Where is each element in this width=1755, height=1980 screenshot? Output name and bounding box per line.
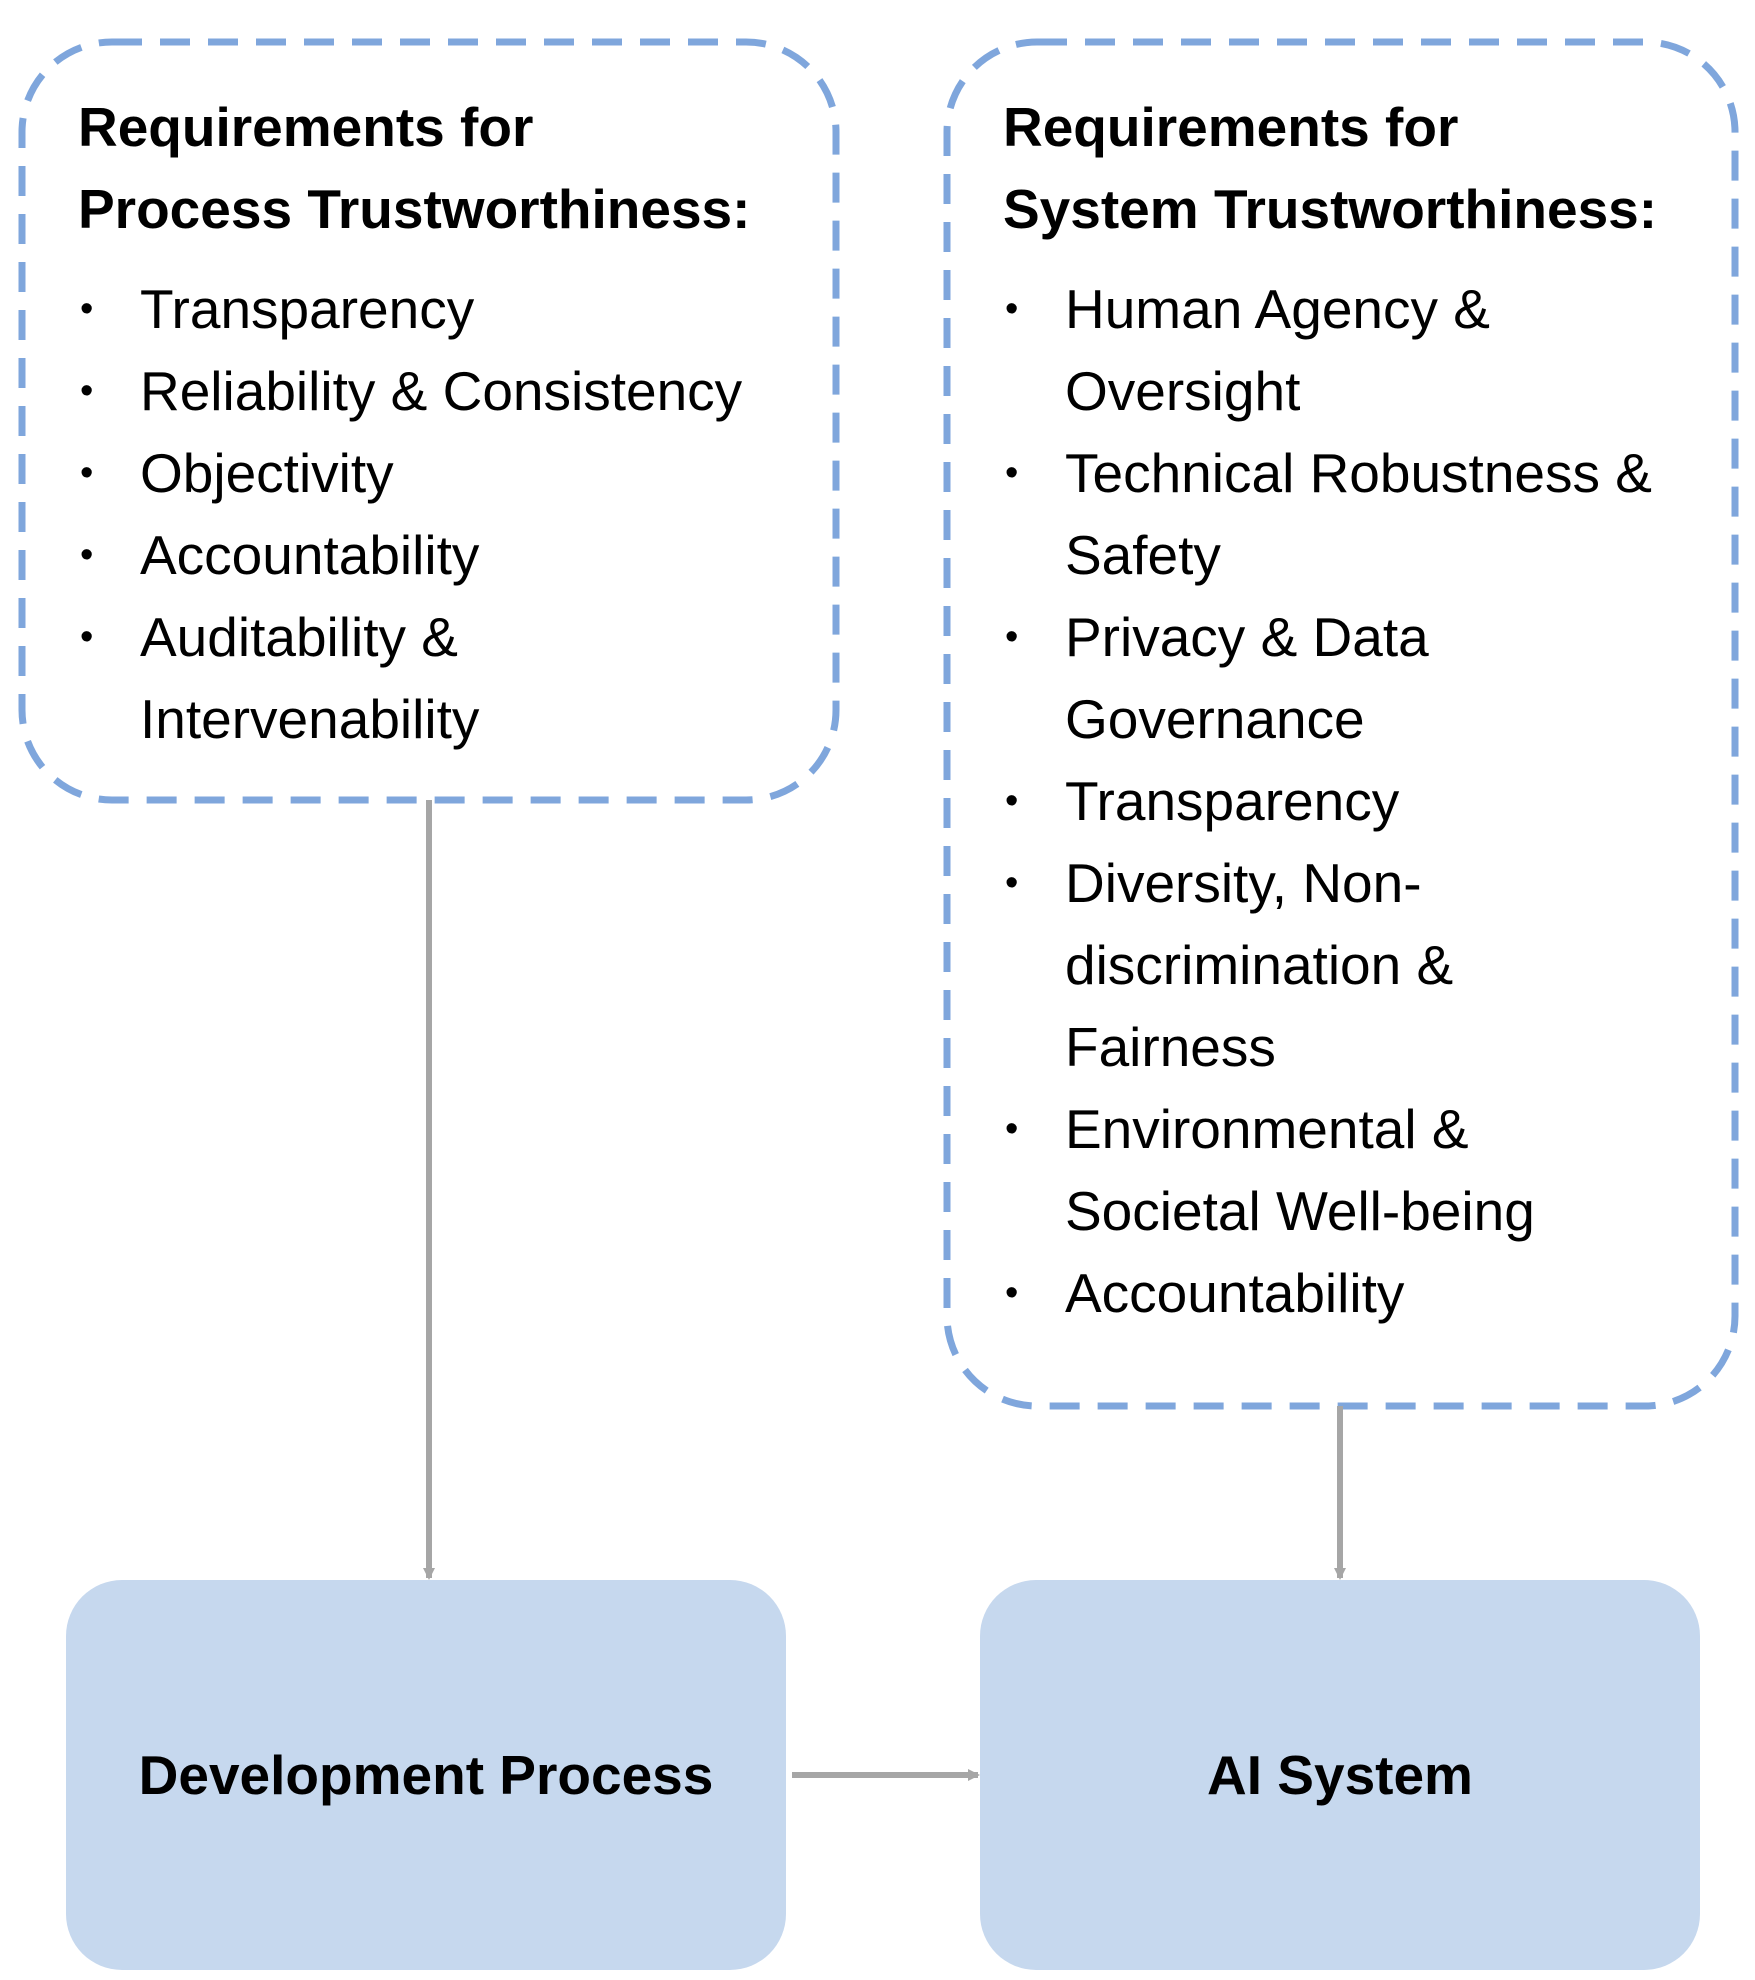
list-item: • Reliability & Consistency: [78, 350, 742, 432]
process-requirements-box: Requirements for Process Trustworthiness…: [20, 40, 838, 802]
bullet-icon: •: [1005, 862, 1019, 904]
bullet-icon: •: [80, 534, 94, 576]
bullet-icon: •: [1005, 452, 1019, 494]
ai-system-label: AI System: [1207, 1744, 1473, 1806]
bullet-icon: •: [1005, 288, 1019, 330]
bullet-icon: •: [1005, 780, 1019, 822]
process-requirements-title: Requirements for Process Trustworthiness…: [78, 86, 750, 250]
list-item: • Accountability: [1003, 1252, 1652, 1334]
list-item: • Privacy & Data Governance: [1003, 596, 1652, 760]
list-item: • Objectivity: [78, 432, 742, 514]
list-item: • Diversity, Non- discrimination & Fairn…: [1003, 842, 1652, 1088]
system-requirements-box: Requirements for System Trustworthiness:…: [945, 40, 1737, 1408]
bullet-icon: •: [1005, 616, 1019, 658]
bullet-icon: •: [80, 370, 94, 412]
process-requirements-border: [18, 38, 840, 804]
list-item: • Transparency: [78, 268, 742, 350]
list-item: • Technical Robustness & Safety: [1003, 432, 1652, 596]
bullet-icon: •: [1005, 1108, 1019, 1150]
bullet-icon: •: [80, 288, 94, 330]
bullet-icon: •: [80, 452, 94, 494]
list-item: • Accountability: [78, 514, 742, 596]
development-process-label: Development Process: [138, 1744, 714, 1806]
bullet-icon: •: [80, 616, 94, 658]
system-title-line1: Requirements for: [1003, 96, 1459, 158]
system-requirements-list: • Human Agency & Oversight • Technical R…: [1003, 268, 1652, 1334]
development-process-node: Development Process: [66, 1580, 786, 1970]
list-item: • Environmental & Societal Well-being: [1003, 1088, 1652, 1252]
list-item: • Auditability & Intervenability: [78, 596, 742, 760]
process-title-line1: Requirements for: [78, 96, 534, 158]
process-requirements-list: • Transparency • Reliability & Consisten…: [78, 268, 742, 760]
list-item: • Human Agency & Oversight: [1003, 268, 1652, 432]
list-item: • Transparency: [1003, 760, 1652, 842]
bullet-icon: •: [1005, 1272, 1019, 1314]
ai-system-node: AI System: [980, 1580, 1700, 1970]
process-title-line2: Process Trustworthiness:: [78, 178, 751, 240]
system-requirements-title: Requirements for System Trustworthiness:: [1003, 86, 1657, 250]
system-title-line2: System Trustworthiness:: [1003, 178, 1658, 240]
